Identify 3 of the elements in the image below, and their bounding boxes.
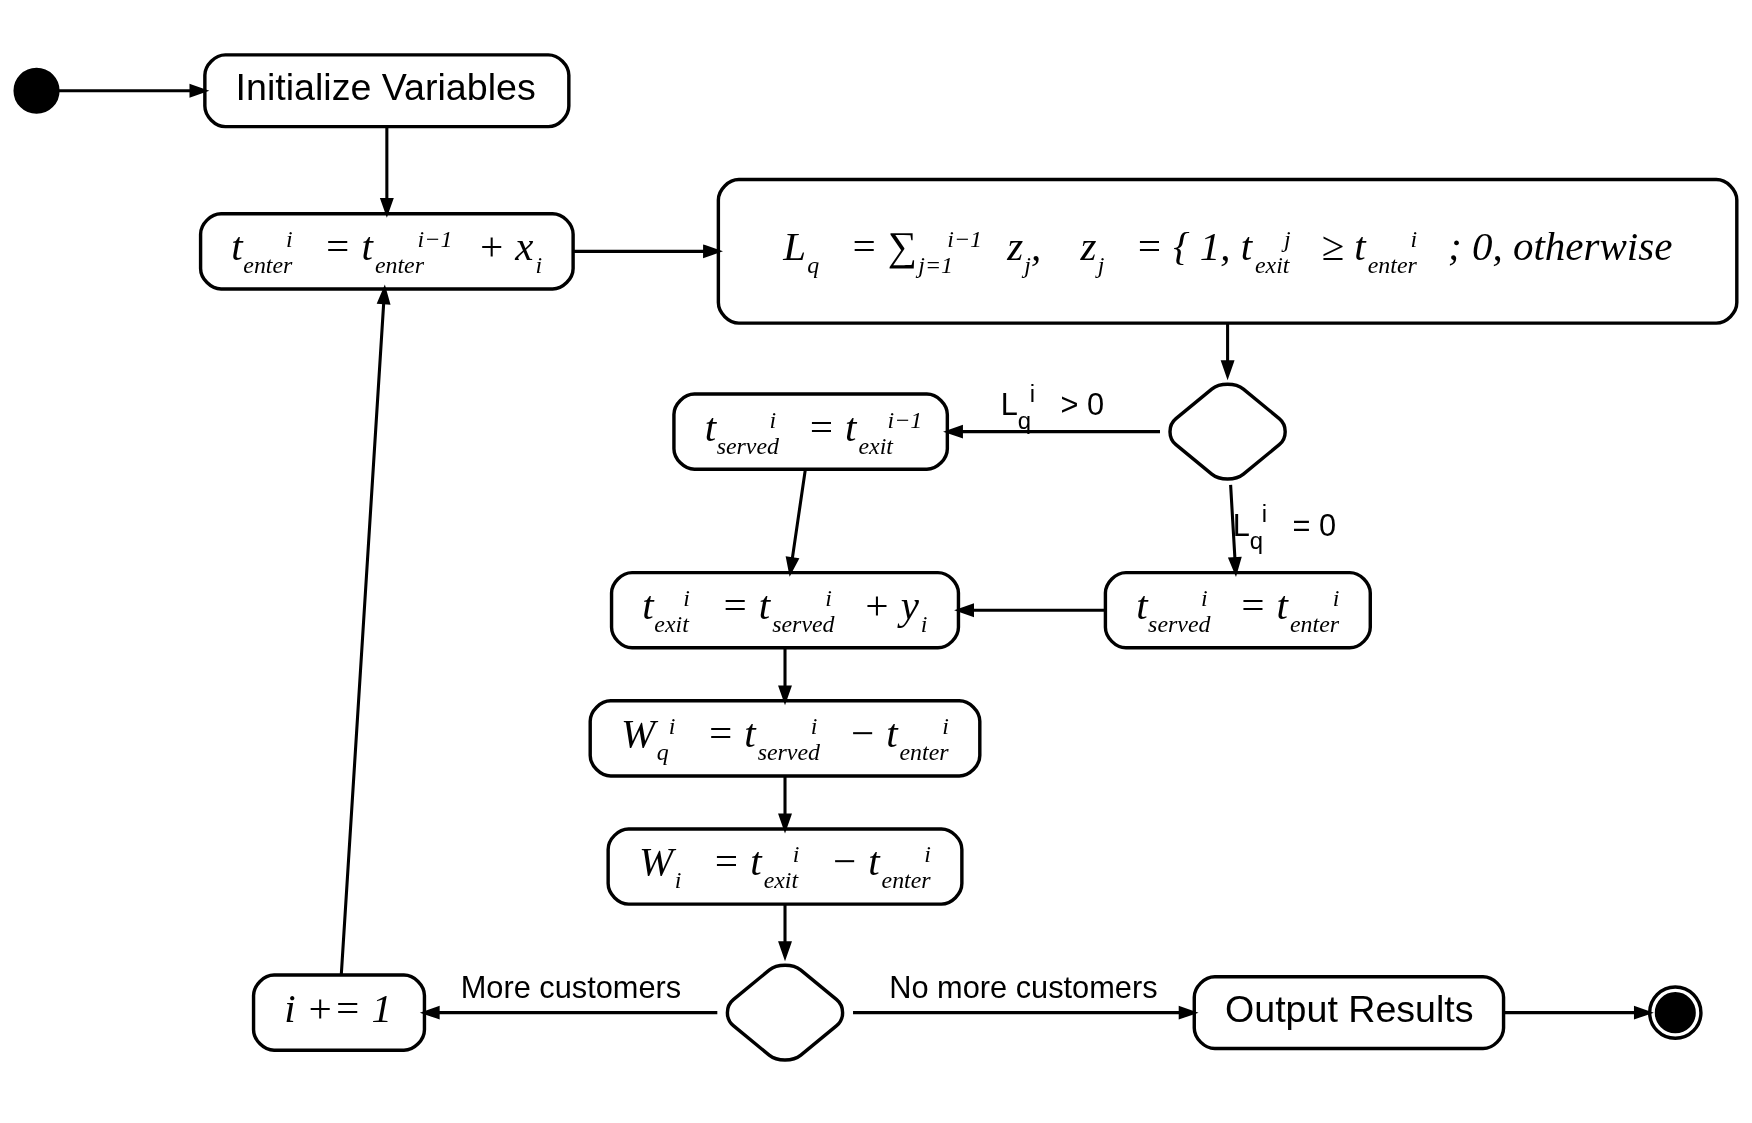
edge-label: More customers [460,969,682,1005]
edge-label: No more customers [889,969,1158,1005]
edge-label: L$_{q}$$^{i}$ = 0 [1232,500,1337,555]
